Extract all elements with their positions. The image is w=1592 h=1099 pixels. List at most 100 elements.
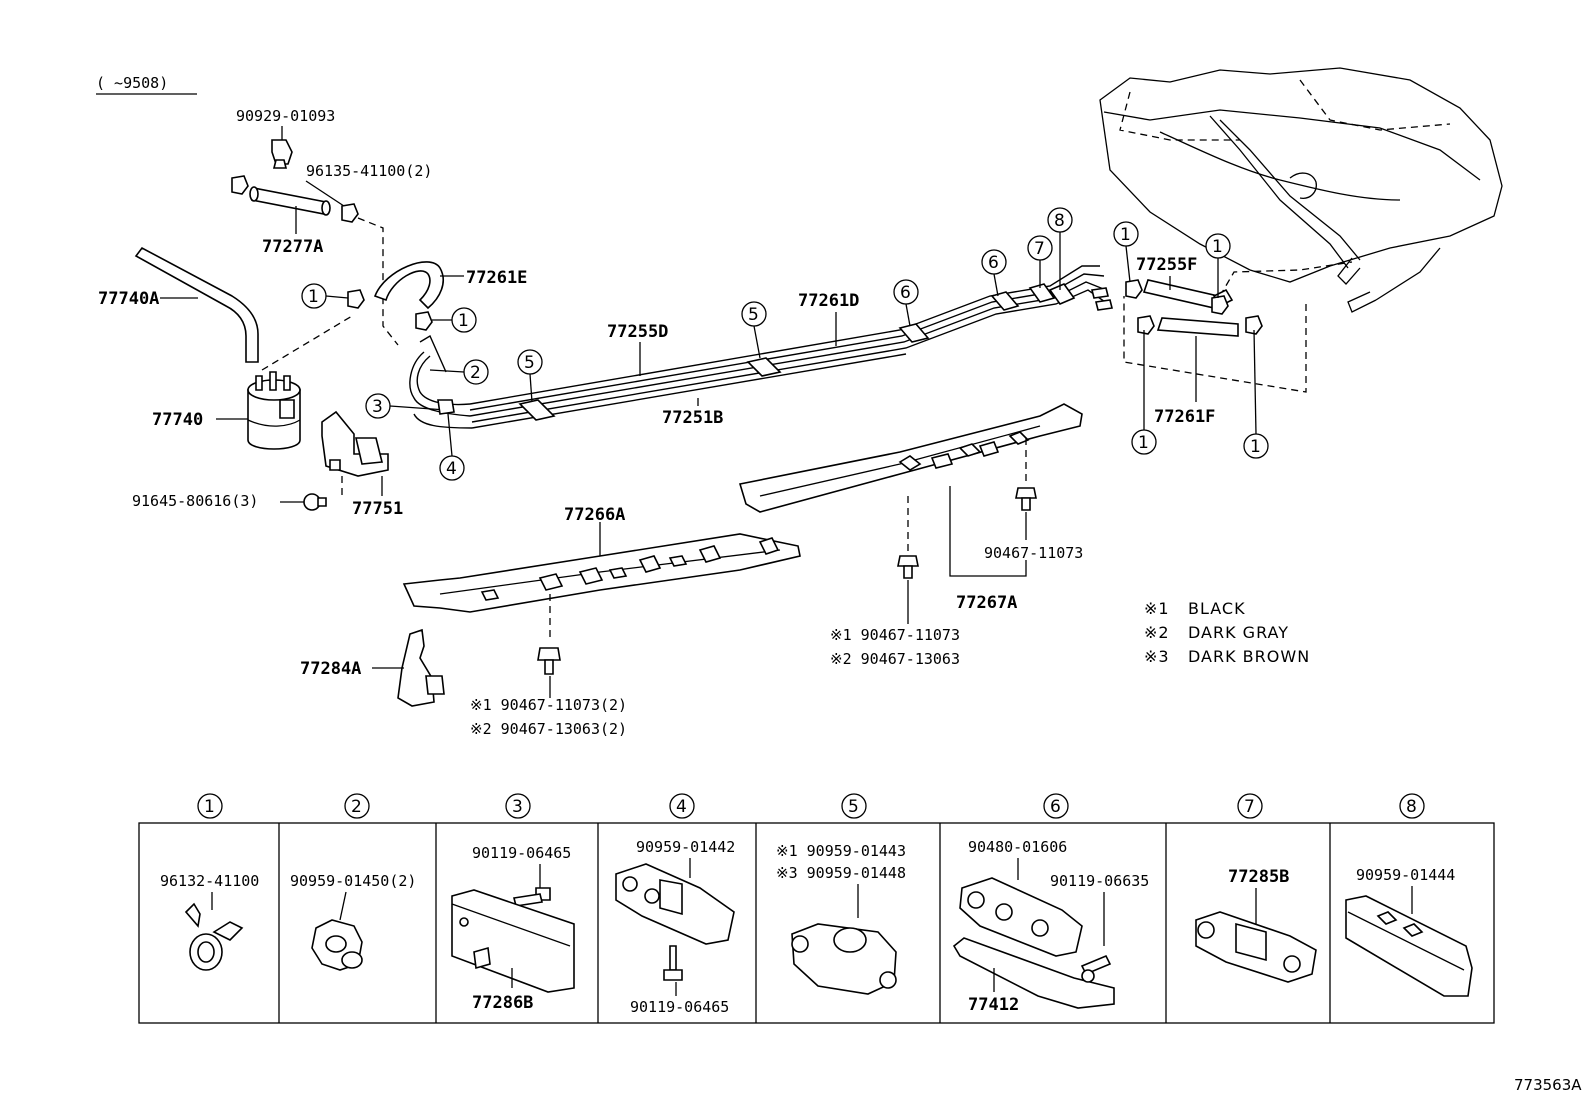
hose-77740a-icon: [134, 246, 259, 363]
note-2-77266a-bolt: ※2 90467-13063(2): [470, 720, 627, 738]
bracket-77412-icon: [952, 937, 1115, 1009]
detail-2-part: 90959-01450(2): [290, 872, 416, 890]
svg-text:8: 8: [1406, 797, 1417, 817]
bolt-90119-icon: [663, 945, 683, 981]
label-77740: 77740: [152, 410, 203, 430]
label-77255d: 77255D: [607, 322, 668, 342]
svg-text:6: 6: [900, 283, 911, 303]
note-1-77266a-bolt: ※1 90467-11073(2): [470, 696, 627, 714]
svg-text:8: 8: [1054, 211, 1065, 231]
svg-text:6: 6: [988, 253, 999, 273]
clamp-icon: [1245, 315, 1263, 335]
protector-77266a-icon: [402, 533, 801, 613]
svg-text:1: 1: [1250, 437, 1261, 457]
clip-90959-01450-icon: [311, 919, 363, 971]
label-77284a: 77284A: [300, 659, 361, 679]
svg-text:1: 1: [1138, 433, 1149, 453]
pipe-77277a-icon: [249, 186, 331, 216]
detail-header-5: [841, 793, 867, 819]
svg-text:※1: ※1: [1144, 599, 1170, 618]
svg-text:5: 5: [524, 353, 535, 373]
svg-text:7: 7: [1244, 797, 1255, 817]
detail-4-part-bolt: 90119-06465: [630, 998, 729, 1016]
detail-header-3: [505, 793, 531, 819]
label-77740a: 77740A: [98, 289, 159, 309]
svg-text:6: 6: [1050, 797, 1061, 817]
detail-8-part: 90959-01444: [1356, 866, 1455, 884]
clip-90929-icon: [271, 139, 293, 169]
detail-6-part-bolt: 90119-06635: [1050, 872, 1149, 890]
svg-text:1: 1: [308, 287, 319, 307]
svg-text:2: 2: [351, 797, 362, 817]
detail-header-8: [1399, 793, 1425, 819]
diagram-id: 773563A: [1514, 1076, 1582, 1094]
detail-header-2: [344, 793, 370, 819]
clamp-icon: [231, 175, 359, 223]
detail-4-part-clamp: 90959-01442: [636, 838, 735, 856]
svg-text:4: 4: [676, 797, 687, 817]
bolt-icon: [1015, 487, 1037, 511]
clamp-icon: [1137, 315, 1155, 335]
fuel-tank-icon: [1099, 67, 1503, 313]
svg-text:2: 2: [470, 363, 481, 383]
svg-text:7: 7: [1034, 239, 1045, 259]
detail-5-part-3: ※3 90959-01448: [776, 864, 906, 882]
label-91645-80616: 91645-80616(3): [132, 492, 258, 510]
svg-text:BLACK: BLACK: [1188, 599, 1246, 618]
clip-3-icon: [437, 399, 455, 415]
svg-text:3: 3: [372, 397, 383, 417]
hose-77261e-icon: [373, 261, 444, 310]
clamp-icon: [347, 289, 365, 309]
bracket-77751-icon: [321, 410, 389, 477]
callout-1-b: [451, 307, 477, 333]
svg-text:1: 1: [458, 311, 469, 331]
clamp-90480-icon: [959, 877, 1083, 957]
svg-text:※3: ※3: [1144, 647, 1170, 666]
pipe-fittings: [1091, 287, 1113, 311]
detail-header-7: [1237, 793, 1263, 819]
clamp-icon: [1211, 295, 1229, 315]
detail-7-part: 77285B: [1228, 867, 1289, 887]
bolt-91645-icon: [303, 493, 327, 511]
clamp-90959-01442-icon: [615, 863, 735, 945]
label-77255f: 77255F: [1136, 255, 1197, 275]
label-77266a: 77266A: [564, 505, 625, 525]
canister-77740-icon: [247, 371, 301, 450]
clamp-icon: [1125, 279, 1143, 299]
detail-header-1: [197, 793, 223, 819]
model-range-label: ( ~9508): [96, 74, 168, 92]
svg-text:5: 5: [848, 797, 859, 817]
detail-5-part-1: ※1 90959-01443: [776, 842, 906, 860]
clamp-90959-01444-icon: [1345, 895, 1473, 997]
detail-header-6: [1043, 793, 1069, 819]
detail-1-part: 96132-41100: [160, 872, 259, 890]
bolt-icon: [897, 555, 919, 579]
label-77751: 77751: [352, 499, 403, 519]
svg-text:1: 1: [204, 797, 215, 817]
clamp-77286b-icon: [451, 889, 575, 993]
svg-text:4: 4: [446, 459, 457, 479]
clamp-90959-01443-icon: [791, 923, 897, 995]
svg-text:5: 5: [748, 305, 759, 325]
detail-3-part-clamp: 77286B: [472, 993, 533, 1013]
label-77261f: 77261F: [1154, 407, 1215, 427]
svg-text:1: 1: [1212, 237, 1223, 257]
svg-text:DARK BROWN: DARK BROWN: [1188, 647, 1310, 666]
detail-table: 1 2 3 4 5 6 7 8 96132-41100 90959-01450(…: [138, 793, 1495, 1024]
label-77261e: 77261E: [466, 268, 527, 288]
label-77277a: 77277A: [262, 237, 323, 257]
svg-text:DARK GRAY: DARK GRAY: [1188, 623, 1289, 642]
bolt-90119-icon: [513, 887, 551, 907]
label-90467-11073: 90467-11073: [984, 544, 1083, 562]
bolt-icon: [537, 647, 561, 675]
detail-header-4: [669, 793, 695, 819]
label-77251b: 77251B: [662, 408, 723, 428]
label-77267a: 77267A: [956, 593, 1017, 613]
note-1-protector-bolt: ※1 90467-11073: [830, 626, 960, 644]
detail-6-part-clamp: 90480-01606: [968, 838, 1067, 856]
fuel-pipes-assembly: [409, 265, 1109, 429]
label-96135-41100: 96135-41100(2): [306, 162, 432, 180]
label-90929-01093: 90929-01093: [236, 107, 335, 125]
bolt-90119-06635-icon: [1080, 954, 1112, 983]
svg-text:3: 3: [512, 797, 523, 817]
